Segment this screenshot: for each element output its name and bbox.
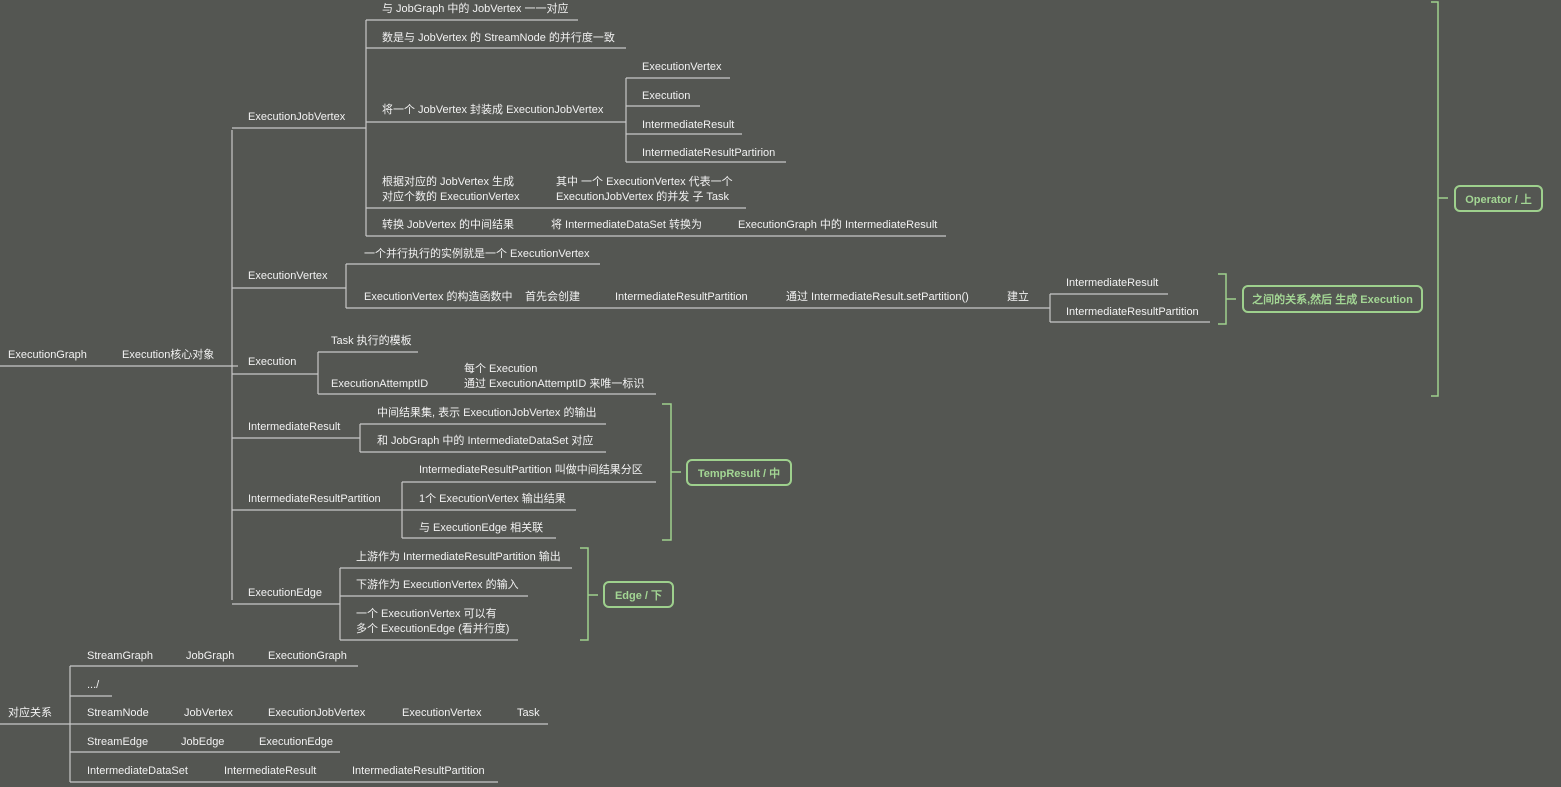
ejv-c3-item[interactable]: Execution [642,90,691,102]
mapping-cell[interactable]: Task [517,707,540,719]
ev-child-2-e[interactable]: 建立 [1007,291,1029,303]
node-executionedge[interactable]: ExecutionEdge [248,587,322,599]
ev-child-2-b[interactable]: 首先会创建 [525,291,580,303]
ejv-child-5-sub[interactable]: 将 IntermediateDataSet 转换为 [551,219,703,231]
node-execution-core[interactable]: Execution核心对象 [122,349,215,361]
ev-child-2-c[interactable]: IntermediateResultPartition [615,291,748,303]
ee-child-1[interactable]: 上游作为 IntermediateResultPartition 输出 [356,551,561,563]
ee-child-3-line2[interactable]: 多个 ExecutionEdge (看并行度) [356,623,510,635]
node-executionjobvertex[interactable]: ExecutionJobVertex [248,111,346,123]
mapping-cell[interactable]: StreamEdge [87,736,149,748]
summary-tempresult[interactable]: TempResult / 中 [686,459,792,486]
mapping-cell[interactable]: ExecutionEdge [259,736,333,748]
mapping-cell[interactable]: StreamGraph [87,650,154,662]
ejv-child-2[interactable]: 数是与 JobVertex 的 StreamNode 的并行度一致 [382,32,615,44]
node-mapping[interactable]: 对应关系 [8,707,52,719]
ejv-child-4-line2[interactable]: 对应个数的 ExecutionVertex [382,191,520,203]
ejv-child-3[interactable]: 将一个 JobVertex 封装成 ExecutionJobVertex [382,104,604,116]
ev-child-2[interactable]: ExecutionVertex 的构造函数中 [364,291,513,303]
summary-edge[interactable]: Edge / 下 [603,581,674,608]
ex-child-2-line1[interactable]: 每个 Execution [464,363,538,375]
mapping-cell[interactable]: IntermediateResultPartition [352,765,485,777]
irp-child-1[interactable]: IntermediateResultPartition 叫做中间结果分区 [419,464,643,476]
mapping-cell[interactable]: ExecutionGraph [268,650,347,662]
mapping-cell[interactable]: JobGraph [186,650,235,662]
mapping-cell[interactable]: ExecutionVertex [402,707,482,719]
ee-child-2[interactable]: 下游作为 ExecutionVertex 的输入 [356,579,519,591]
ir-child-2[interactable]: 和 JobGraph 中的 IntermediateDataSet 对应 [377,435,594,447]
summary-operator[interactable]: Operator / 上 [1454,185,1543,212]
irp-child-2[interactable]: 1个 ExecutionVertex 输出结果 [419,493,566,505]
ejv-child-5[interactable]: 转换 JobVertex 的中间结果 [382,219,515,231]
ejv-child-4-line1[interactable]: 根据对应的 JobVertex 生成 [382,176,515,188]
ejv-c3-item[interactable]: IntermediateResultPartirion [642,147,776,159]
mapping-cell[interactable]: StreamNode [87,707,149,719]
ex-child-2[interactable]: ExecutionAttemptID [331,378,429,390]
mapping-cell[interactable]: IntermediateResult [224,765,317,777]
ejv-c3-item[interactable]: IntermediateResult [642,119,735,131]
mapping-cell[interactable]: JobVertex [184,707,233,719]
ejv-child-4-sub-line1[interactable]: 其中 一个 ExecutionVertex 代表一个 [556,176,733,188]
ev-child-1[interactable]: 一个并行执行的实例就是一个 ExecutionVertex [364,248,590,260]
ev-child-2-g[interactable]: IntermediateResultPartition [1066,306,1199,318]
mapping-cell[interactable]: .../ [87,679,100,691]
ir-child-1[interactable]: 中间结果集, 表示 ExecutionJobVertex 的输出 [377,407,597,419]
node-executiongraph[interactable]: ExecutionGraph [8,349,87,361]
node-intermediateresultpartition[interactable]: IntermediateResultPartition [248,493,381,505]
summary-ev-relation[interactable]: 之间的关系,然后 生成 Execution [1242,285,1423,313]
ejv-child-5-subsub[interactable]: ExecutionGraph 中的 IntermediateResult [738,219,938,231]
ee-child-3-line1[interactable]: 一个 ExecutionVertex 可以有 [356,608,497,620]
ex-child-1[interactable]: Task 执行的模板 [331,335,412,347]
ev-child-2-d[interactable]: 通过 IntermediateResult.setPartition() [786,291,969,303]
ex-child-2-line2[interactable]: 通过 ExecutionAttemptID 来唯一标识 [464,378,645,390]
irp-child-3[interactable]: 与 ExecutionEdge 相关联 [419,522,544,534]
node-executionvertex[interactable]: ExecutionVertex [248,270,328,282]
ev-child-2-f[interactable]: IntermediateResult [1066,277,1159,289]
ejv-child-4-sub-line2[interactable]: ExecutionJobVertex 的并发 子 Task [556,191,730,203]
mapping-cell[interactable]: ExecutionJobVertex [268,707,366,719]
node-intermediateresult[interactable]: IntermediateResult [248,421,341,433]
mapping-cell[interactable]: JobEdge [181,736,225,748]
ejv-c3-item[interactable]: ExecutionVertex [642,61,722,73]
ejv-child-1[interactable]: 与 JobGraph 中的 JobVertex 一一对应 [382,3,569,15]
mapping-cell[interactable]: IntermediateDataSet [87,765,188,777]
node-execution[interactable]: Execution [248,356,297,368]
